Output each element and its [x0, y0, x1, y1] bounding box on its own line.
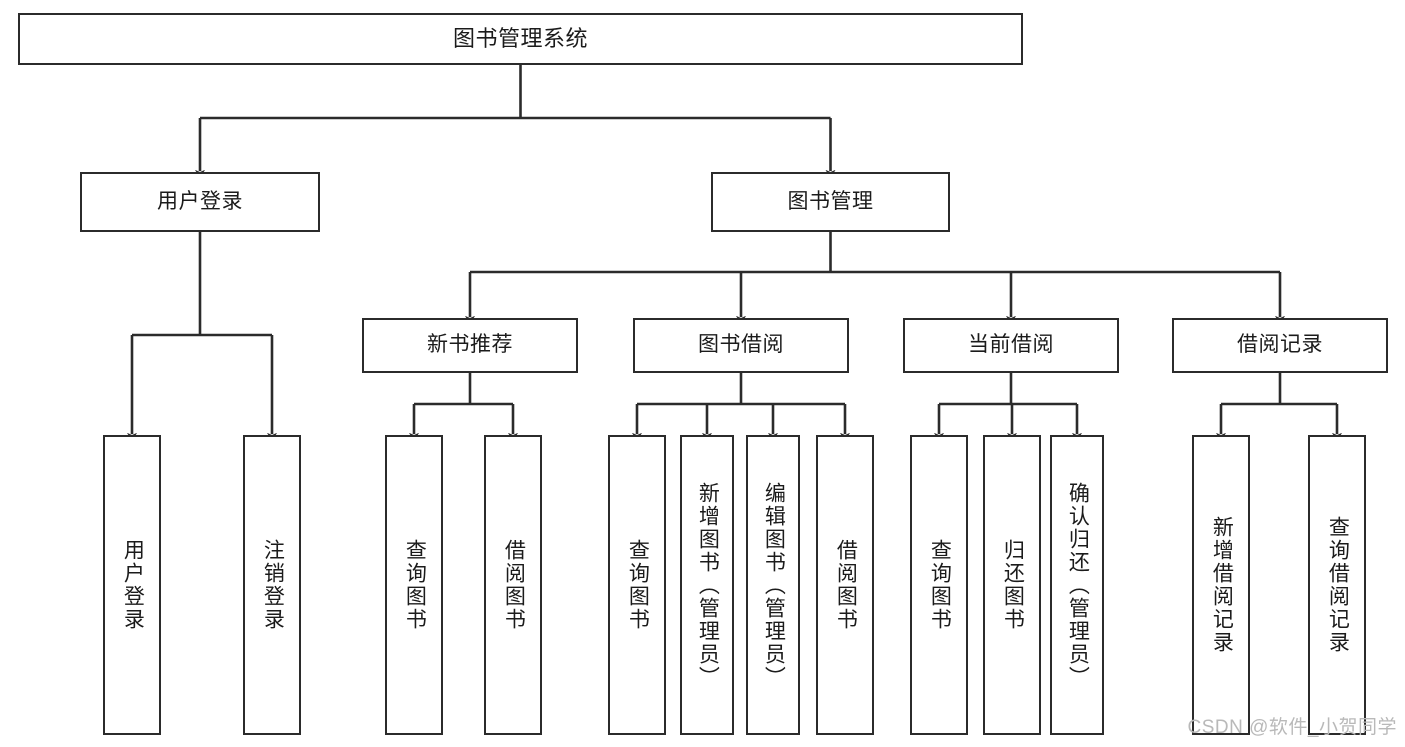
- node-book-borrow[interactable]: 图书借阅: [633, 318, 849, 373]
- node-leaf-query-record[interactable]: 查询借阅记录: [1308, 435, 1366, 735]
- watermark: CSDN @软件_小贺同学: [1187, 717, 1397, 738]
- node-label: 注销登录: [261, 539, 285, 631]
- node-label: 当前借阅: [968, 333, 1054, 357]
- node-leaf-logout[interactable]: 注销登录: [243, 435, 301, 735]
- node-leaf-user-login[interactable]: 用户登录: [103, 435, 161, 735]
- node-label: 确认归还（管理员）: [1066, 481, 1090, 689]
- node-book-manage[interactable]: 图书管理: [711, 172, 950, 232]
- node-label: 用户登录: [121, 539, 145, 631]
- node-leaf-add-record[interactable]: 新增借阅记录: [1192, 435, 1250, 735]
- node-leaf-query-book-2[interactable]: 查询图书: [608, 435, 666, 735]
- node-leaf-query-book-1[interactable]: 查询图书: [385, 435, 443, 735]
- node-label: 查询图书: [403, 539, 427, 631]
- node-leaf-borrow-book-1[interactable]: 借阅图书: [484, 435, 542, 735]
- node-label: 借阅记录: [1237, 333, 1323, 357]
- node-label: 图书管理系统: [452, 26, 588, 52]
- node-label: 新书推荐: [427, 333, 513, 357]
- node-leaf-borrow-book-2[interactable]: 借阅图书: [816, 435, 874, 735]
- node-label: 借阅图书: [502, 539, 526, 631]
- node-borrow-record[interactable]: 借阅记录: [1172, 318, 1388, 373]
- node-leaf-query-book-3[interactable]: 查询图书: [910, 435, 968, 735]
- node-label: 用户登录: [157, 189, 243, 213]
- node-leaf-edit-book[interactable]: 编辑图书（管理员）: [746, 435, 800, 735]
- node-root[interactable]: 图书管理系统: [18, 13, 1023, 65]
- node-label: 借阅图书: [834, 539, 858, 631]
- node-label: 查询借阅记录: [1326, 516, 1350, 654]
- node-label: 查询图书: [928, 539, 952, 631]
- node-current-borrow[interactable]: 当前借阅: [903, 318, 1119, 373]
- node-label: 图书借阅: [698, 333, 784, 357]
- node-leaf-add-book[interactable]: 新增图书（管理员）: [680, 435, 734, 735]
- node-label: 图书管理: [787, 189, 874, 213]
- node-label: 新增借阅记录: [1210, 516, 1234, 654]
- node-leaf-return-book[interactable]: 归还图书: [983, 435, 1041, 735]
- node-new-book-rec[interactable]: 新书推荐: [362, 318, 578, 373]
- node-label: 编辑图书（管理员）: [762, 481, 786, 689]
- node-label: 归还图书: [1001, 539, 1025, 631]
- node-user-login[interactable]: 用户登录: [80, 172, 320, 232]
- node-label: 查询图书: [626, 539, 650, 631]
- edge-paths: [127, 65, 1342, 442]
- node-label: 新增图书（管理员）: [696, 481, 720, 689]
- node-leaf-confirm-ret[interactable]: 确认归还（管理员）: [1050, 435, 1104, 735]
